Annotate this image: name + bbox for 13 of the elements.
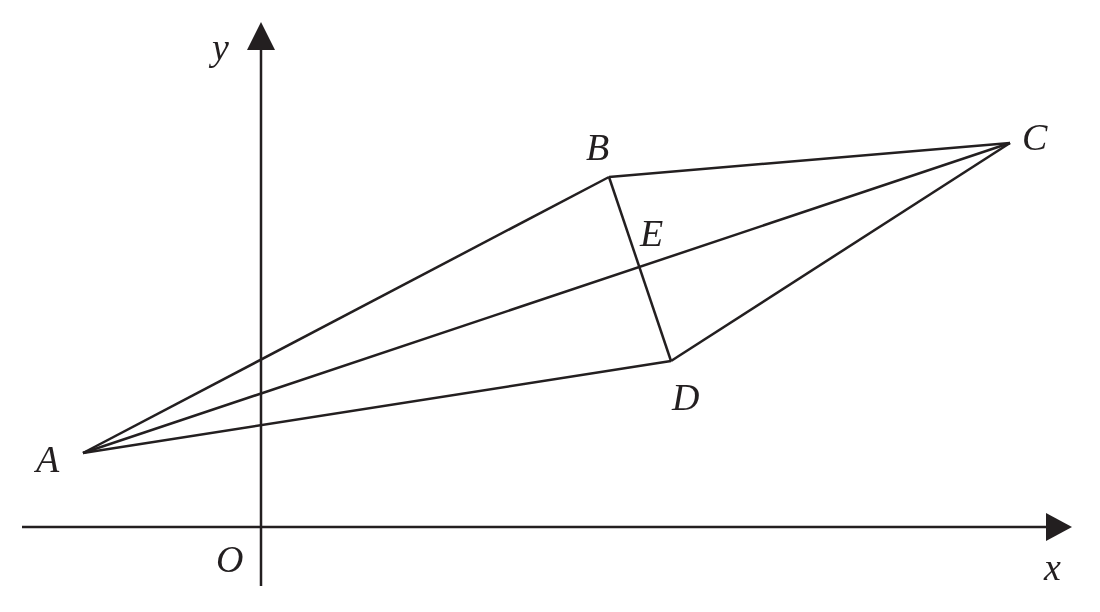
line-segment	[608, 141, 1011, 179]
line-segment	[670, 141, 1011, 363]
point-label: A	[36, 440, 60, 478]
origin-label: O	[216, 540, 244, 578]
axis-label: x	[1044, 548, 1061, 586]
point-label: B	[586, 128, 610, 166]
line-segment	[607, 176, 673, 362]
line-segment	[82, 175, 610, 455]
line-segment	[82, 359, 672, 455]
line-segment	[82, 141, 1011, 455]
point-label: D	[672, 378, 700, 416]
point-label: C	[1022, 118, 1048, 156]
point-label: E	[640, 214, 664, 252]
